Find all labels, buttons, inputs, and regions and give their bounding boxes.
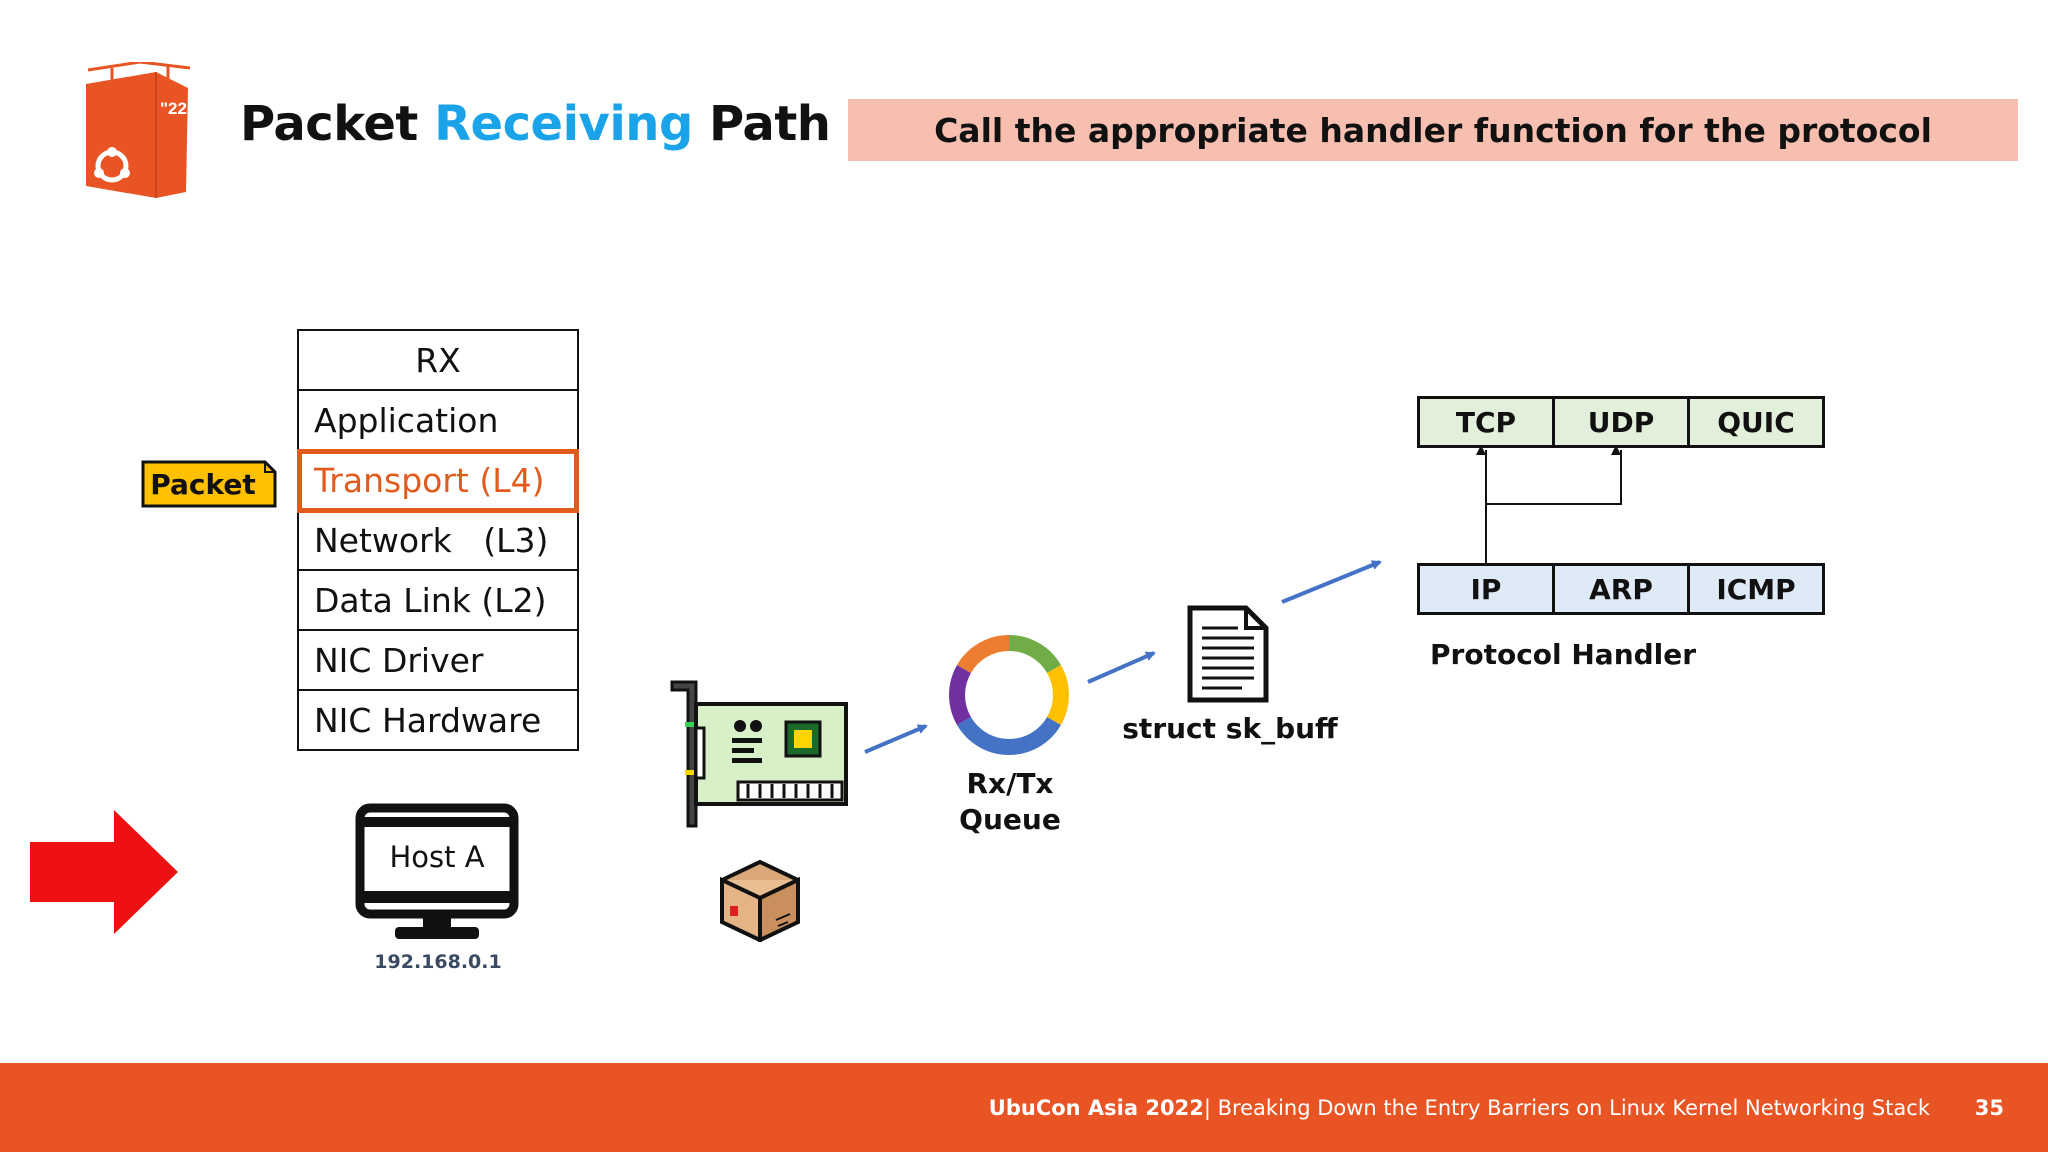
page-number: 35 — [1974, 1095, 2004, 1120]
packet-tag: Packet — [141, 460, 277, 508]
title-accent: Receiving — [434, 96, 693, 152]
ring-buffer-icon — [949, 635, 1069, 755]
arrow-skb-to-handler — [1281, 560, 1382, 604]
red-arrow-icon — [30, 810, 178, 934]
package-icon — [720, 859, 800, 942]
stack-header: RX — [299, 331, 577, 391]
packet-label: Packet — [150, 467, 256, 501]
footer-bar: UbuCon Asia 2022 | Breaking Down the Ent… — [0, 1063, 2048, 1152]
layer-nic-hardware: NIC Hardware — [299, 691, 577, 751]
protocol-arp: ARP — [1555, 566, 1690, 612]
protocol-quic: QUIC — [1717, 405, 1795, 439]
ubucon-logo: "22 — [86, 62, 190, 198]
upper-protocol-row: TCP UDP QUIC — [1417, 396, 1825, 448]
page-title: Packet Receiving Path — [240, 96, 831, 152]
protocol-udp: UDP — [1555, 399, 1690, 445]
host-label: Host A — [389, 840, 485, 874]
layer-nic-driver: NIC Driver — [299, 631, 577, 691]
layer-network: Network (L3) — [299, 511, 577, 571]
network-layer-stack: RX Application Transport (L4) Network (L… — [297, 329, 579, 751]
protocol-handler-label: Protocol Handler — [1430, 638, 1697, 671]
ip-to-transport-connector — [1476, 445, 1622, 563]
arrow-nic-to-queue — [864, 724, 928, 754]
nic-card-icon — [670, 680, 848, 828]
svg-text:"22: "22 — [160, 99, 187, 118]
queue-label: Rx/Tx Queue — [959, 767, 1061, 836]
banner-callout: Call the appropriate handler function fo… — [848, 99, 2018, 161]
layer-data-link: Data Link (L2) — [299, 571, 577, 631]
skb-label: struct sk_buff — [1122, 712, 1338, 745]
layer-application: Application — [299, 391, 577, 451]
protocol-ip: IP — [1420, 566, 1555, 612]
lower-protocol-row: IP ARP ICMP — [1417, 563, 1825, 615]
monitor-icon — [355, 803, 519, 939]
arrow-queue-to-skb — [1087, 651, 1156, 684]
document-icon — [1187, 605, 1269, 703]
footer-caption: UbuCon Asia 2022 | Breaking Down the Ent… — [988, 1095, 1930, 1120]
protocol-tcp: TCP — [1420, 399, 1555, 445]
protocol-icmp: ICMP — [1716, 572, 1796, 606]
host-ip: 192.168.0.1 — [374, 951, 502, 973]
layer-transport-highlighted: Transport (L4) — [297, 449, 579, 513]
